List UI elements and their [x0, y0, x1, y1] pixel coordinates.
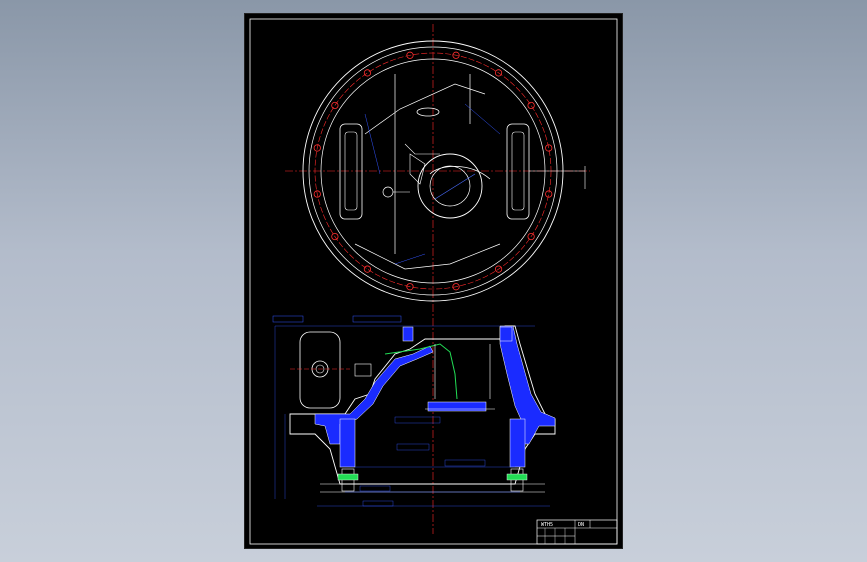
right-pocket-inner: [511, 131, 525, 211]
inner-floor-plate: [427, 401, 487, 412]
bolt-hole: [527, 232, 535, 241]
bolt-hole: [406, 51, 414, 59]
bolt-hole: [363, 265, 372, 273]
title-block: WTH5 DN: [536, 519, 618, 545]
dim-label-box-6: [396, 443, 430, 451]
bolt-hole: [494, 69, 503, 77]
bolt-hole: [313, 190, 321, 198]
section-view: [272, 315, 556, 507]
bolt-hole: [331, 101, 339, 110]
slot-detail: [404, 143, 440, 155]
hub-dimension: [434, 173, 476, 200]
bolt-hole: [545, 190, 553, 198]
top-cap-right: [499, 326, 513, 342]
title-block-frame: [536, 519, 618, 545]
title-block-code: DN: [578, 522, 584, 528]
dim-label-box-7: [444, 459, 486, 467]
small-block: [354, 363, 372, 377]
right-pocket: [506, 123, 530, 220]
top-cap-left: [402, 326, 414, 342]
side-boss-outline: [299, 331, 341, 409]
bolt-hole: [452, 283, 460, 291]
bolt-hole: [494, 265, 503, 273]
sheet-border: [249, 18, 618, 545]
left-boss: [382, 186, 394, 198]
left-wall-section: [314, 345, 434, 445]
bolt-hole: [406, 283, 414, 291]
bolt-hole: [313, 144, 321, 152]
drawing-sheet: WTH5 DN: [245, 14, 622, 548]
right-flange-section: [509, 418, 526, 468]
top-view-dimensions: [364, 103, 501, 265]
dim-label-box-3: [359, 485, 391, 492]
hub-outer: [417, 153, 483, 219]
left-flange-section: [339, 418, 356, 468]
bolt-holes: [313, 51, 553, 291]
hub-lug: [409, 153, 426, 185]
bolt-hole: [452, 51, 460, 59]
inner-section-lines: [425, 344, 495, 410]
right-bolt: [506, 468, 528, 492]
left-pocket-inner: [344, 131, 358, 211]
hub-inner: [429, 165, 471, 207]
bolt-hole: [331, 232, 339, 241]
left-bolt: [337, 468, 359, 492]
dim-label-box-4: [362, 500, 394, 507]
dim-label-box-5: [394, 416, 441, 424]
top-view: [285, 24, 590, 534]
bolt-hole: [527, 101, 535, 110]
dim-label-box-2: [352, 315, 402, 323]
right-wall-section: [499, 325, 556, 445]
hub-cam: [429, 165, 491, 180]
cad-drawing-canvas: WTH5 DN: [249, 18, 618, 545]
bolt-hole: [545, 144, 553, 152]
inner-ribs: [354, 74, 501, 270]
highlight-contour: [384, 343, 458, 400]
bolt-hole: [363, 69, 372, 77]
dim-label-box-1: [272, 315, 304, 323]
upper-slot: [416, 107, 440, 117]
title-block-title: WTH5: [541, 522, 553, 528]
left-pocket: [339, 123, 363, 220]
